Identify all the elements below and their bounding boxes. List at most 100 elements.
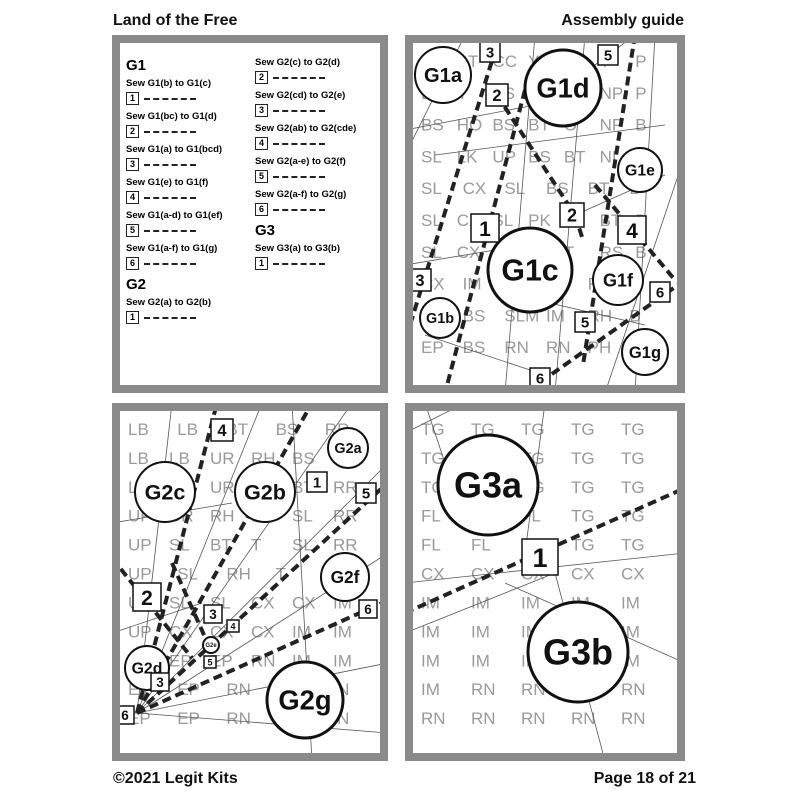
section-label: G2f	[331, 567, 360, 587]
fabric-code: BS	[492, 116, 515, 135]
step-instruction: Sew G2(cd) to G2(e)	[255, 90, 346, 101]
fabric-code: TG	[621, 478, 645, 497]
fabric-code: SL	[504, 179, 525, 198]
seam-number-box	[203, 604, 223, 624]
seam-number-box	[132, 582, 162, 612]
fabric-code: TG	[421, 420, 445, 439]
seam-number: 1	[313, 475, 321, 492]
step-instruction: Sew G1(a-d) to G1(ef)	[126, 210, 223, 221]
group-heading: G3	[255, 222, 276, 239]
seam-number-box	[358, 599, 378, 619]
fabric-code: CX	[621, 565, 645, 584]
seam-number-box	[485, 83, 509, 107]
seam-number-box	[120, 705, 135, 725]
fabric-code: BS	[546, 179, 569, 198]
fabric-code: P	[635, 52, 646, 71]
section-label: G1b	[426, 311, 454, 327]
fabric-code: RH	[226, 565, 251, 584]
fabric-code: UP	[128, 622, 152, 641]
fabric-code: BT	[210, 536, 232, 555]
seam-line	[495, 93, 577, 217]
fabric-code: IM	[333, 651, 352, 670]
fabric-code: SL	[421, 211, 442, 230]
seam-number: 2	[141, 587, 153, 610]
fabric-code: RN	[521, 709, 546, 728]
piece-edge	[136, 664, 380, 714]
fabric-code: TG	[571, 420, 595, 439]
seam-line	[136, 601, 380, 715]
step-number: 1	[255, 257, 268, 270]
seam-line-legend	[273, 175, 325, 178]
seam-number-box	[413, 268, 432, 292]
seam-number: 4	[230, 621, 235, 631]
section-label: G1f	[603, 270, 634, 290]
section-label: G1d	[536, 73, 589, 104]
fabric-code: SL	[421, 147, 442, 166]
fabric-code: TG	[571, 449, 595, 468]
seam-number-box	[521, 538, 559, 576]
seam-line-legend	[144, 130, 196, 133]
fabric-code: TG	[421, 449, 445, 468]
fabric-code: RN	[571, 709, 596, 728]
seam-number: 6	[656, 285, 664, 302]
step-instruction: Sew G1(bc) to G1(d)	[126, 111, 217, 122]
fabric-code: RN	[471, 680, 496, 699]
fabric-code: CX	[471, 565, 495, 584]
fabric-code: EP	[421, 338, 444, 357]
section-label: G1a	[424, 65, 463, 87]
fabric-code: UR	[210, 449, 235, 468]
seam-number-box	[617, 215, 647, 245]
seam-line-legend	[273, 109, 325, 112]
fabric-code: TG	[571, 536, 595, 555]
section-label: G3b	[543, 632, 613, 673]
fabric-code: T	[276, 565, 286, 584]
guide-title: Land of the Free	[113, 12, 238, 29]
seam-number-box	[203, 655, 217, 669]
step-instruction: Sew G2(c) to G2(d)	[255, 57, 340, 68]
fabric-code: T	[251, 536, 261, 555]
step-instruction: Sew G1(a) to G1(bcd)	[126, 144, 223, 155]
fabric-code: EP	[169, 651, 192, 670]
fabric-code: CX	[251, 593, 275, 612]
fabric-code: RN	[546, 338, 571, 357]
seam-line	[413, 489, 677, 612]
section-label-circle	[202, 636, 220, 654]
fabric-code: TG	[621, 420, 645, 439]
fabric-code: CX	[463, 179, 487, 198]
fabric-code: RN	[251, 651, 276, 670]
seam-number: 3	[156, 675, 164, 690]
seam-line-legend	[273, 262, 325, 265]
section-label-circle	[234, 461, 296, 523]
section-label-circle	[486, 226, 574, 314]
section-label-circle	[265, 660, 345, 740]
seam-number: 3	[415, 272, 424, 290]
fabric-code: B	[635, 243, 646, 262]
step-legend: 6	[255, 203, 374, 216]
fabric-code: IM	[333, 622, 352, 641]
section-label: G2c	[145, 480, 186, 505]
fabric-code: SL	[177, 565, 198, 584]
seam-number: 1	[479, 218, 491, 241]
fabric-code: RN	[226, 709, 251, 728]
piece-edge	[607, 177, 677, 385]
step-instruction: Sew G2(ab) to G2(cde)	[255, 123, 357, 134]
fabric-code: BS	[292, 449, 315, 468]
fabric-code: FL	[421, 536, 441, 555]
step-legend: 2	[126, 125, 245, 138]
seam-number: 3	[486, 45, 494, 62]
seam-number-box	[210, 418, 234, 442]
group-heading: G2	[126, 276, 147, 293]
step-legend: 1	[126, 311, 245, 324]
seam-line-legend	[144, 316, 196, 319]
seam-number: 4	[626, 220, 638, 243]
step-instruction: Sew G1(b) to G1(c)	[126, 78, 211, 89]
seam-number: 5	[207, 657, 212, 667]
g2-diagram: LBLBBTBSRRLBLBURRHBSRRLBLBURRHBTRRUPURRH…	[112, 403, 388, 761]
section-label: G3a	[454, 465, 523, 506]
fabric-code: RN	[504, 338, 529, 357]
step-legend: 2	[255, 71, 374, 84]
fabric-code: NP	[600, 116, 624, 135]
fabric-code: IM	[621, 593, 640, 612]
section-label-circle	[320, 552, 370, 602]
